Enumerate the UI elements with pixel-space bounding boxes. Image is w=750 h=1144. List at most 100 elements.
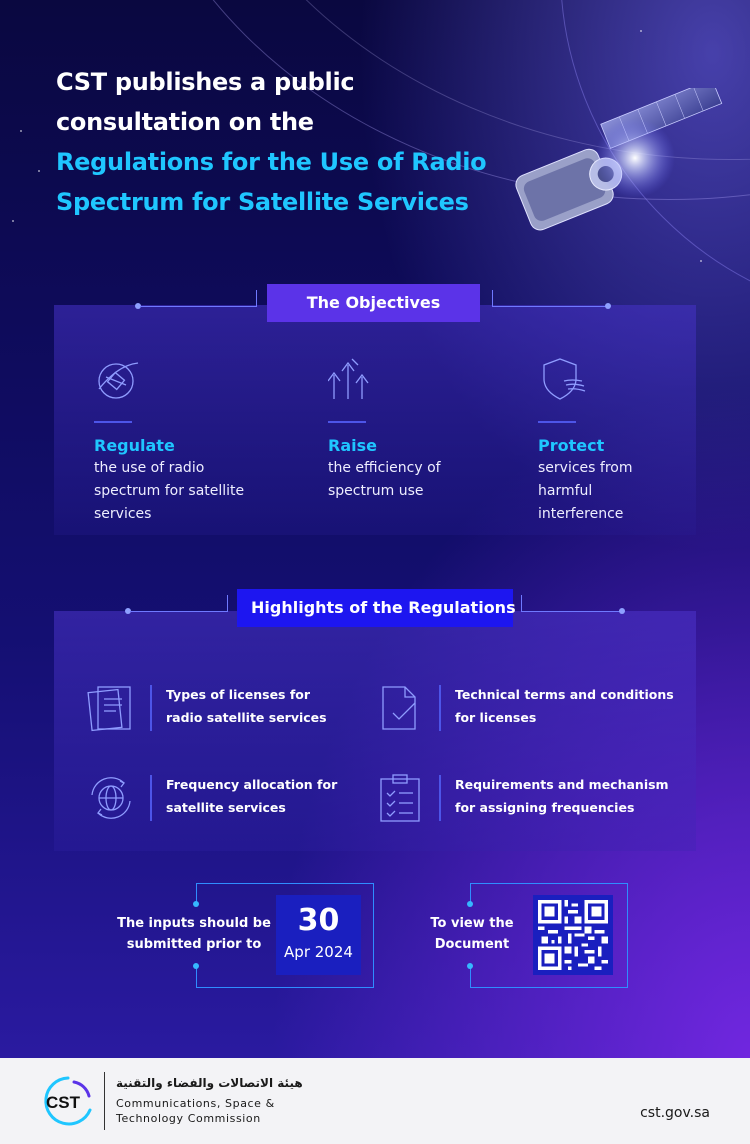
highlight-text: Frequency allocation for satellite servi… bbox=[166, 773, 337, 819]
connector-line bbox=[521, 611, 621, 612]
objective-description-line: harmful bbox=[538, 483, 593, 499]
footer-divider bbox=[104, 1072, 105, 1130]
connector-line bbox=[196, 966, 197, 988]
objective-description-line: services bbox=[94, 506, 152, 522]
highlight-text-line: radio satellite services bbox=[166, 710, 327, 725]
objective-description-line: interference bbox=[538, 506, 624, 522]
deadline-text: The inputs should be submitted prior to bbox=[112, 913, 276, 955]
org-name-line: Communications, Space & bbox=[116, 1097, 275, 1110]
connector-dot bbox=[467, 901, 473, 907]
clipboard-checklist-icon bbox=[380, 774, 420, 822]
connector-line bbox=[492, 306, 606, 307]
objective-heading: Protect bbox=[538, 436, 605, 455]
title-line: consultation on the bbox=[56, 108, 314, 136]
document-text-line: Document bbox=[434, 937, 510, 952]
documents-icon bbox=[87, 686, 131, 732]
connector-dot bbox=[135, 303, 141, 309]
highlight-text: Technical terms and conditions for licen… bbox=[455, 683, 674, 729]
objective-raise: Raise the efficiency of spectrum use bbox=[327, 355, 518, 503]
connector-dot bbox=[467, 963, 473, 969]
website-link[interactable]: cst.gov.sa bbox=[640, 1105, 710, 1121]
cst-logo-text: CST bbox=[46, 1093, 81, 1112]
connector-line bbox=[470, 966, 471, 988]
connector-line bbox=[521, 595, 522, 611]
poster-background: CST publishes a public consultation on t… bbox=[0, 0, 750, 1058]
objective-rule bbox=[538, 421, 576, 423]
highlight-divider bbox=[150, 685, 152, 731]
objective-description: the efficiency of spectrum use bbox=[328, 457, 518, 503]
title-line-highlight: Regulations for the Use of Radio bbox=[56, 148, 487, 176]
highlight-divider bbox=[150, 775, 152, 821]
connector-line bbox=[492, 290, 493, 306]
document-frame bbox=[470, 883, 628, 988]
objectives-heading: The Objectives bbox=[267, 284, 480, 322]
highlight-divider bbox=[439, 685, 441, 731]
up-arrows-icon bbox=[327, 358, 369, 399]
connector-dot bbox=[605, 303, 611, 309]
title-line-highlight: Spectrum for Satellite Services bbox=[56, 188, 469, 216]
objectives-panel bbox=[54, 305, 696, 535]
objective-description-line: spectrum use bbox=[328, 483, 424, 499]
objective-description-line: spectrum for satellite bbox=[94, 483, 245, 499]
deadline-frame bbox=[196, 883, 374, 988]
satellite-illustration bbox=[515, 88, 723, 231]
highlight-text-line: Technical terms and conditions bbox=[455, 687, 674, 702]
objective-rule bbox=[94, 421, 132, 423]
connector-dot bbox=[193, 963, 199, 969]
objective-description-line: the use of radio bbox=[94, 460, 205, 476]
highlight-text-line: Requirements and mechanism bbox=[455, 777, 669, 792]
deadline-text-line: The inputs should be bbox=[117, 916, 271, 931]
connector-line bbox=[470, 883, 471, 905]
objective-protect: Protect services from harmful interferen… bbox=[538, 355, 728, 526]
objective-description-line: the efficiency of bbox=[328, 460, 441, 476]
highlight-divider bbox=[439, 775, 441, 821]
connector-line bbox=[196, 883, 197, 905]
highlight-item: Types of licenses for radio satellite se… bbox=[86, 683, 327, 733]
objective-description: the use of radio spectrum for satellite … bbox=[94, 457, 284, 526]
highlight-text: Types of licenses for radio satellite se… bbox=[166, 683, 327, 729]
document-text-line: To view the bbox=[430, 916, 514, 931]
connector-dot bbox=[125, 608, 131, 614]
highlight-text: Requirements and mechanism for assigning… bbox=[455, 773, 669, 819]
connector-dot bbox=[619, 608, 625, 614]
objective-description: services from harmful interference bbox=[538, 457, 728, 526]
star bbox=[700, 260, 702, 262]
objective-heading: Regulate bbox=[94, 436, 175, 455]
satellite-orbit-icon bbox=[98, 362, 139, 399]
objective-rule bbox=[328, 421, 366, 423]
highlights-panel bbox=[54, 611, 696, 851]
highlight-text-line: satellite services bbox=[166, 800, 286, 815]
objective-regulate: Regulate the use of radio spectrum for s… bbox=[94, 355, 284, 526]
cst-logo: CST bbox=[44, 1076, 92, 1126]
highlight-text-line: for assigning frequencies bbox=[455, 800, 635, 815]
connector-line bbox=[140, 306, 257, 307]
qr-code-icon[interactable] bbox=[538, 900, 608, 970]
highlight-item: Technical terms and conditions for licen… bbox=[375, 683, 674, 733]
connector-line bbox=[227, 595, 228, 611]
footer: CST هيئة الاتصالات والفضاء والتقنية Comm… bbox=[0, 1058, 750, 1144]
deadline-text-line: submitted prior to bbox=[126, 937, 262, 952]
document-text: To view the Document bbox=[420, 913, 524, 955]
connector-dot bbox=[193, 901, 199, 907]
star bbox=[640, 30, 642, 32]
star bbox=[12, 220, 14, 222]
highlight-text-line: for licenses bbox=[455, 710, 537, 725]
org-name-line: Technology Commission bbox=[116, 1112, 261, 1125]
star bbox=[20, 130, 22, 132]
objective-heading: Raise bbox=[328, 436, 377, 455]
org-name-english: Communications, Space & Technology Commi… bbox=[116, 1096, 275, 1126]
highlight-text-line: Frequency allocation for bbox=[166, 777, 338, 792]
shield-signal-icon bbox=[543, 358, 586, 400]
connector-line bbox=[130, 611, 228, 612]
title-line: CST publishes a public bbox=[56, 68, 355, 96]
highlight-text-line: Types of licenses for bbox=[166, 687, 311, 702]
page-title: CST publishes a public consultation on t… bbox=[56, 62, 536, 222]
deadline-day: 30 bbox=[297, 903, 340, 938]
deadline-date: 30 Apr 2024 bbox=[276, 895, 361, 975]
star bbox=[38, 170, 40, 172]
highlight-item: Frequency allocation for satellite servi… bbox=[86, 773, 337, 823]
globe-cycle-icon bbox=[91, 777, 131, 819]
qr-code-container[interactable] bbox=[533, 895, 613, 975]
org-name-arabic: هيئة الاتصالات والفضاء والتقنية bbox=[116, 1076, 303, 1090]
highlights-heading: Highlights of the Regulations bbox=[237, 589, 516, 627]
